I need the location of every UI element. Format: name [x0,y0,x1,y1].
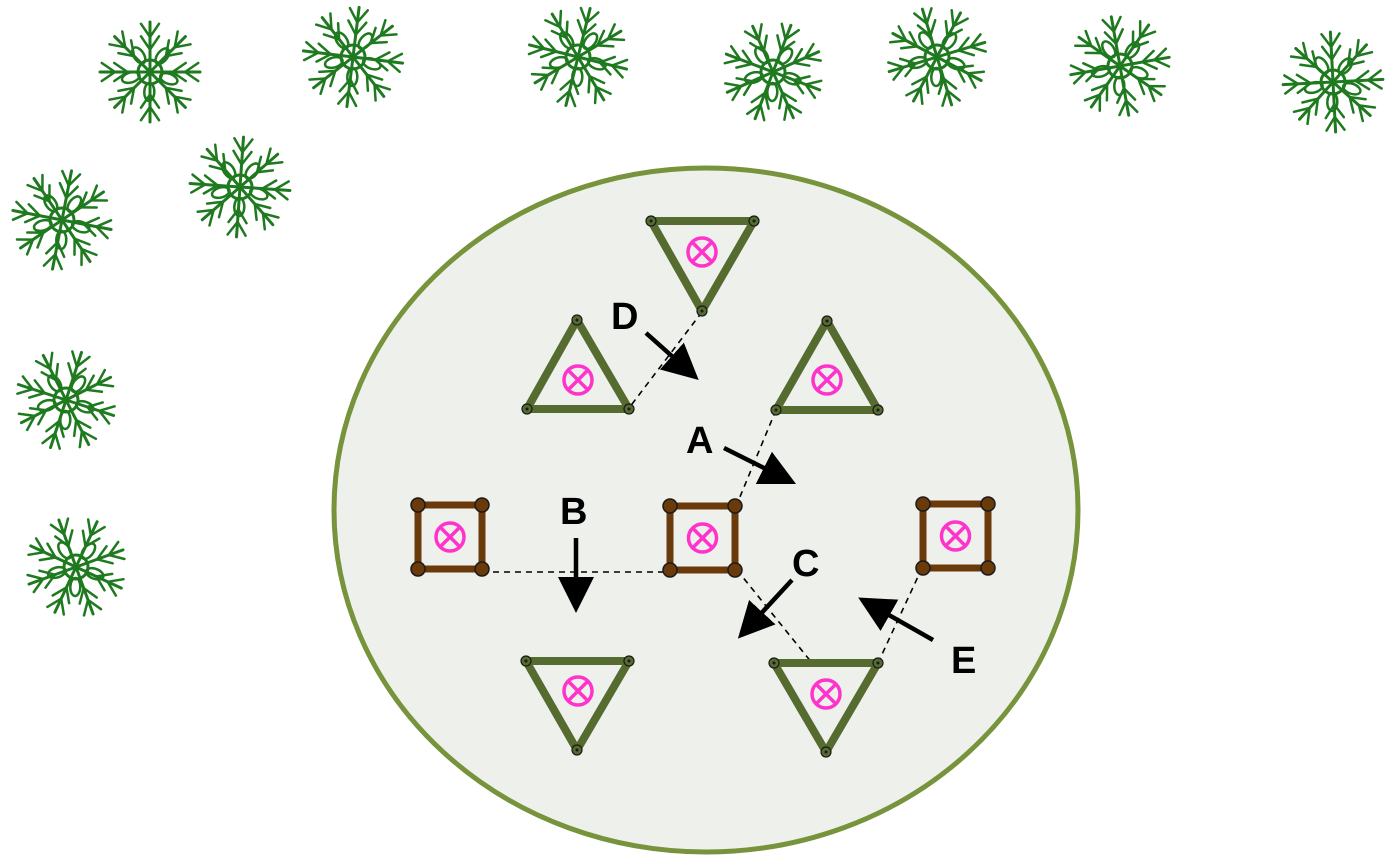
arrow-a [722,445,797,485]
circled-x-marker-icon [686,236,718,268]
tree-icon [723,22,823,122]
triangle-unit-upper-left [521,314,635,415]
corner-node [474,497,490,513]
tree-icon [98,20,202,124]
label-d: D [611,296,638,338]
corner-node [980,496,996,512]
square-unit-left [410,497,490,577]
corner-node [662,498,678,514]
corner-node [662,562,678,578]
tree-icon [26,517,126,617]
corner-node [727,498,743,514]
tree-icon [16,350,116,450]
corner-node [915,560,931,576]
labels-group: A B C D E [560,296,976,682]
tree-icon [301,5,405,109]
tree-icon [1069,15,1171,117]
arrow-e [858,597,935,642]
tree-icon [188,135,292,239]
triangle-unit-top [645,215,760,317]
corner-node [727,562,743,578]
circled-x-marker-icon [434,521,466,553]
circled-x-marker-icon [562,675,594,707]
units-group [410,215,996,758]
corner-node [474,561,490,577]
label-a: A [686,420,713,462]
circled-x-marker-icon [562,364,594,396]
tree-icon [887,7,987,107]
corner-node [410,561,426,577]
label-b: B [560,491,587,533]
square-unit-center [662,498,743,578]
circled-x-marker-icon [811,364,843,396]
circled-x-marker-icon [810,678,842,710]
triangle-unit-lower-right [768,657,884,758]
circled-x-marker-icon [686,522,719,554]
dashed-line-a [736,409,777,505]
circled-x-marker-icon [939,520,972,552]
arrow-c [737,578,794,639]
corner-node [410,497,426,513]
label-c: C [792,543,819,585]
arrows-group [558,331,935,642]
arrow-d [644,331,699,380]
corner-node [980,560,996,576]
square-unit-right [915,496,996,576]
tree-icon [527,6,629,108]
triangle-unit-upper-right [770,315,884,416]
triangle-unit-lower-left [520,655,635,756]
label-e: E [951,640,976,682]
tree-icon [1281,30,1385,134]
tree-icon [11,169,113,271]
enclosure-ellipse [331,165,1081,855]
trees-group [11,5,1385,617]
corner-node [915,496,931,512]
